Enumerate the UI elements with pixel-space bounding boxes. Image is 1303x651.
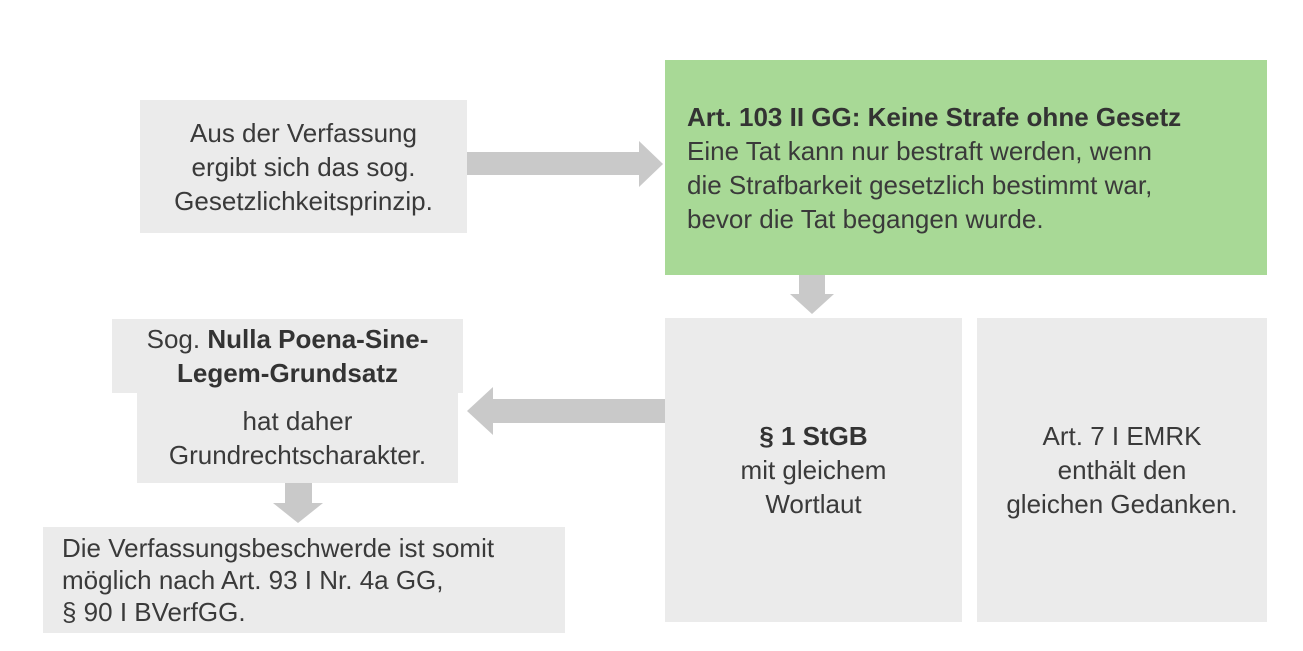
box-art-103-gg-body: Eine Tat kann nur bestraft werden, wenn … xyxy=(687,135,1153,234)
nulla-poena-bold2: Legem-Grundsatz xyxy=(176,358,399,388)
box-verfassungsbeschwerde-text: Die Verfassungsbeschwerde ist somit mögl… xyxy=(62,533,495,627)
nulla-poena-bold1: Nulla Poena-Sine- xyxy=(207,324,429,354)
box-nulla-poena: Sog. Nulla Poena-Sine- Legem-Grundsatz xyxy=(112,319,463,393)
box-nulla-poena-line2: Legem-Grundsatz xyxy=(177,356,398,390)
box-art-103-gg-title: Art. 103 II GG: Keine Strafe ohne Gesetz xyxy=(687,101,1182,132)
box-stgb-text: mit gleichem Wortlaut xyxy=(740,455,887,519)
box-art-103-gg: Art. 103 II GG: Keine Strafe ohne Gesetz… xyxy=(665,60,1267,275)
box-emrk-text: Art. 7 I EMRK enthält den gleichen Gedan… xyxy=(1006,421,1238,519)
nulla-poena-prefix: Sog. xyxy=(146,324,201,354)
connector-arrow-down-to-beschwerde-head xyxy=(273,503,323,523)
box-stgb-title: § 1 StGB xyxy=(759,421,868,451)
connector-arrow-left-stgb-to-nulla-head xyxy=(467,387,493,435)
box-grundrechtscharakter: hat daher Grundrechtscharakter. xyxy=(137,393,458,483)
connector-arrow-left-stgb-to-nulla-shaft xyxy=(493,399,667,423)
connector-arrow-down-to-beschwerde-shaft xyxy=(285,483,312,503)
box-verfassung-text: Aus der Verfassung ergibt sich das sog. … xyxy=(174,117,433,216)
connector-arrow-down-gg-to-stgb-shaft xyxy=(799,275,825,294)
connector-arrow-right-head xyxy=(639,141,663,187)
box-nulla-poena-line1: Sog. Nulla Poena-Sine- xyxy=(147,322,429,356)
box-verfassungsbeschwerde: Die Verfassungsbeschwerde ist somit mögl… xyxy=(43,527,565,633)
connector-arrow-right-shaft xyxy=(467,152,639,175)
box-emrk: Art. 7 I EMRK enthält den gleichen Gedan… xyxy=(977,318,1267,622)
box-grundrechtscharakter-text: hat daher Grundrechtscharakter. xyxy=(168,406,427,470)
connector-arrow-down-gg-to-stgb-head xyxy=(790,294,834,314)
box-verfassung: Aus der Verfassung ergibt sich das sog. … xyxy=(140,100,467,233)
box-stgb: § 1 StGB mit gleichem Wortlaut xyxy=(665,318,962,622)
